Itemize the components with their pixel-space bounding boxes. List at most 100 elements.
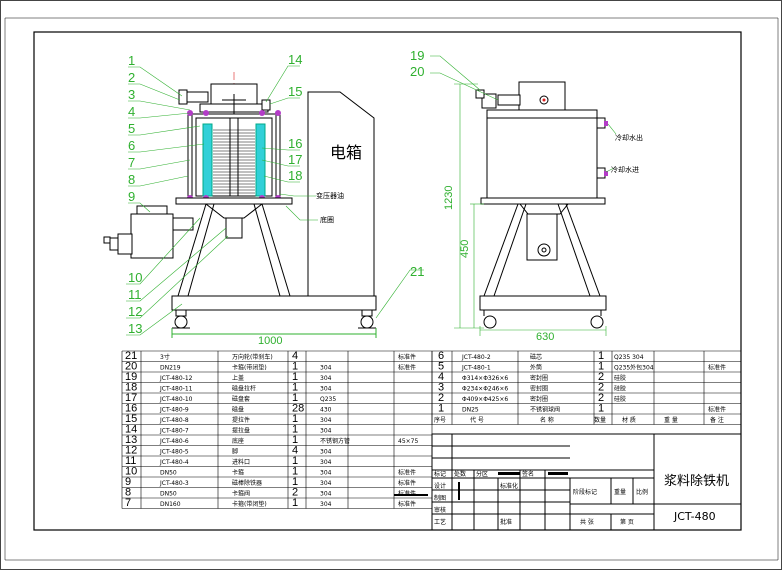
svg-text:硅胶: 硅胶 (614, 395, 626, 403)
svg-text:1: 1 (292, 392, 298, 404)
callout-7: 7 (128, 155, 135, 170)
svg-text:名 称: 名 称 (540, 416, 554, 424)
svg-text:2: 2 (438, 392, 444, 404)
svg-text:304: 304 (320, 386, 332, 393)
coolant-in-note: 冷却水进 (611, 165, 639, 174)
bom-row-11: 11 JCT-480-4 进料口 1 304 (125, 455, 332, 467)
svg-text:28: 28 (292, 403, 304, 415)
svg-text:JCT-480-10: JCT-480-10 (159, 396, 193, 403)
side-view: 1230 450 630 冷却水出 冷却水进 (375, 55, 643, 343)
side-leg-height-dimension: 450 (459, 240, 471, 258)
svg-text:标准件: 标准件 (398, 490, 416, 498)
svg-text:密封圈: 密封圈 (530, 395, 548, 403)
callout-17: 17 (288, 152, 302, 167)
svg-text:Q235外包304: Q235外包304 (614, 364, 654, 372)
svg-text:万向轮(带刹车): 万向轮(带刹车) (232, 353, 273, 361)
svg-text:1: 1 (292, 361, 298, 373)
svg-text:标准件: 标准件 (398, 469, 416, 477)
svg-text:密封圈: 密封圈 (530, 385, 548, 393)
svg-text:磁盘套: 磁盘套 (232, 395, 250, 403)
svg-text:1: 1 (292, 413, 298, 425)
svg-text:1: 1 (292, 371, 298, 383)
svg-text:304: 304 (320, 375, 332, 382)
svg-text:9: 9 (125, 476, 131, 488)
svg-text:304: 304 (320, 459, 332, 466)
ratio-label: 比例 (636, 488, 648, 496)
review-label: 审核 (434, 506, 446, 514)
svg-text:标准件: 标准件 (398, 353, 416, 361)
coolant-out-note: 冷却水出 (615, 133, 643, 142)
svg-text:11: 11 (125, 455, 136, 467)
callout-21: 21 (410, 264, 424, 279)
svg-text:304: 304 (320, 470, 332, 477)
svg-text:Φ314×Φ326×6: Φ314×Φ326×6 (462, 375, 508, 382)
svg-text:10: 10 (125, 466, 137, 478)
svg-text:19: 19 (125, 371, 137, 383)
svg-text:DN160: DN160 (160, 501, 181, 508)
svg-text:1: 1 (292, 424, 298, 436)
svg-text:上盖: 上盖 (232, 374, 244, 382)
callout-6: 6 (128, 138, 135, 153)
svg-text:2: 2 (598, 371, 604, 383)
svg-text:430: 430 (320, 407, 332, 414)
callout-4: 4 (128, 104, 135, 119)
callout-11: 11 (128, 287, 142, 302)
svg-text:Φ234×Φ246×6: Φ234×Φ246×6 (462, 386, 508, 393)
callout-14: 14 (288, 52, 302, 67)
svg-text:2: 2 (598, 382, 604, 394)
drawing-frame (33, 31, 742, 531)
front-view: 电箱 变压器油 底圈 1000 (103, 65, 377, 347)
svg-text:Q235 304: Q235 304 (614, 354, 644, 361)
svg-text:304: 304 (320, 449, 332, 456)
svg-text:硅胶: 硅胶 (614, 385, 626, 393)
svg-text:卡箍(带闭垫): 卡箍(带闭垫) (232, 364, 267, 372)
svg-text:3: 3 (438, 382, 444, 394)
svg-text:不锈钢球阀: 不锈钢球阀 (530, 406, 560, 414)
svg-text:标准件: 标准件 (708, 406, 726, 414)
svg-text:JCT-480-3: JCT-480-3 (159, 480, 189, 487)
callout-15: 15 (288, 84, 302, 99)
svg-text:磁棒除铁器: 磁棒除铁器 (232, 479, 262, 487)
drawing-code: JCT-480 (673, 510, 716, 523)
svg-text:4: 4 (292, 445, 298, 457)
title-block: 浆料除铁机 JCT-480 阶段标记 重量 比例 共 张 第 页 标记 处数 分… (394, 433, 742, 531)
bom-row-16: 16 JCT-480-9 磁盘 28 430 (125, 403, 332, 415)
svg-text:JCT-480-9: JCT-480-9 (159, 407, 189, 414)
svg-text:数量: 数量 (594, 416, 606, 424)
callout-20: 20 (410, 64, 424, 79)
drafting-label: 制图 (434, 494, 446, 502)
svg-text:DN219: DN219 (160, 365, 181, 372)
bom-row-8: 8DN50卡箍阀2304标准件 (125, 487, 416, 499)
drawing-title: 浆料除铁机 (664, 474, 729, 489)
svg-text:硅胶: 硅胶 (614, 374, 626, 382)
svg-text:标准件: 标准件 (398, 500, 416, 508)
svg-text:4: 4 (438, 371, 444, 383)
svg-text:磁盘: 磁盘 (232, 406, 244, 414)
callout-10: 10 (128, 270, 142, 285)
svg-text:1: 1 (292, 382, 298, 394)
svg-text:304: 304 (320, 501, 332, 508)
svg-text:1: 1 (292, 497, 298, 509)
callout-2: 2 (128, 70, 135, 85)
svg-text:18: 18 (125, 382, 137, 394)
page-number-label: 第 页 (620, 518, 634, 526)
svg-text:16: 16 (125, 403, 137, 415)
svg-text:JCT-480-4: JCT-480-4 (159, 459, 189, 466)
svg-text:Q235: Q235 (320, 396, 336, 403)
total-sheets-label: 共 张 (580, 518, 594, 526)
svg-text:1: 1 (292, 455, 298, 467)
callout-12: 12 (128, 304, 142, 319)
svg-text:进料口: 进料口 (232, 458, 250, 466)
svg-text:备 注: 备 注 (710, 416, 724, 424)
sign-label: 签名 (522, 470, 534, 478)
svg-text:标准件: 标准件 (398, 364, 416, 372)
approve-label: 批准 (500, 518, 512, 526)
